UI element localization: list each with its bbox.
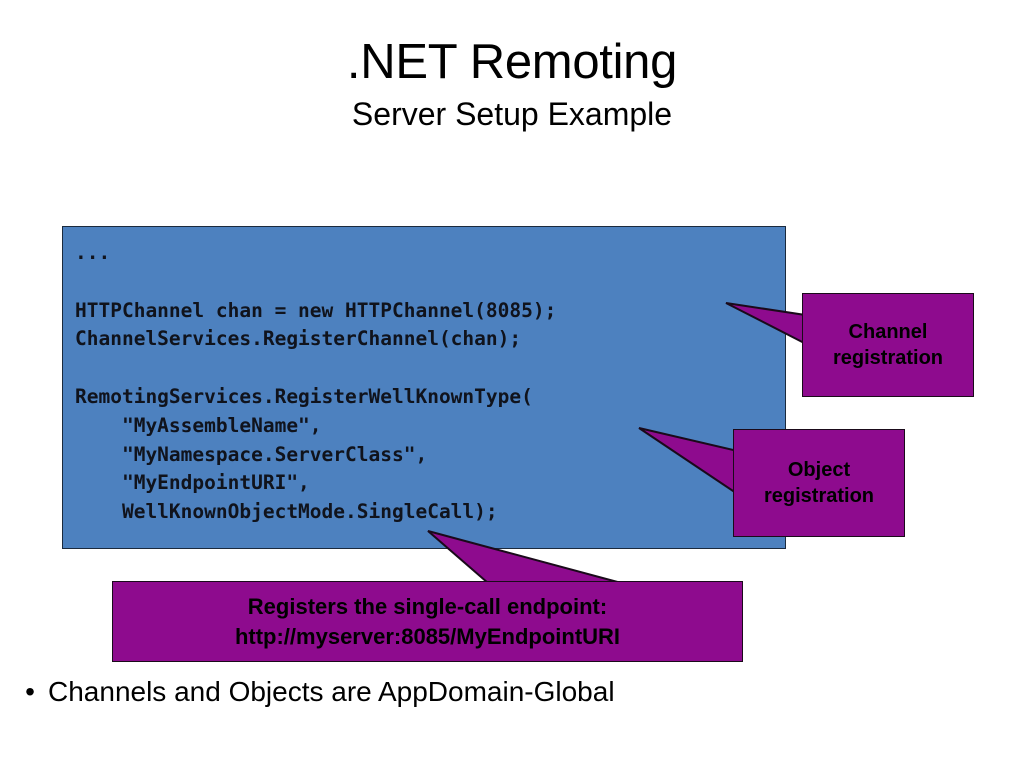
callout-channel-line1: Channel: [848, 321, 928, 343]
code-block-text: ... HTTPChannel chan = new HTTPChannel(8…: [75, 241, 557, 524]
bullet-marker-icon: •: [25, 676, 35, 707]
callout-channel-registration: Channel registration: [802, 293, 974, 397]
callout-object-registration: Object registration: [733, 429, 905, 537]
callout-object-line1: Object: [787, 459, 851, 481]
code-panel: ... HTTPChannel chan = new HTTPChannel(8…: [62, 226, 786, 549]
callout-channel-line2: registration: [832, 347, 944, 369]
title-block: .NET Remoting Server Setup Example: [0, 34, 1024, 134]
callout-endpoint-line2: http://myserver:8085/MyEndpointURI: [234, 623, 621, 649]
page-subtitle: Server Setup Example: [351, 96, 673, 132]
bullet-item-text: Channels and Objects are AppDomain-Globa…: [48, 676, 615, 707]
callout-object-line2: registration: [763, 485, 875, 507]
callout-endpoint-line1: Registers the single-call endpoint:: [247, 593, 608, 619]
bullet-list-item: • Channels and Objects are AppDomain-Glo…: [12, 673, 912, 711]
page-title: .NET Remoting: [346, 35, 678, 89]
callout-endpoint-registration: Registers the single-call endpoint: http…: [112, 581, 743, 662]
